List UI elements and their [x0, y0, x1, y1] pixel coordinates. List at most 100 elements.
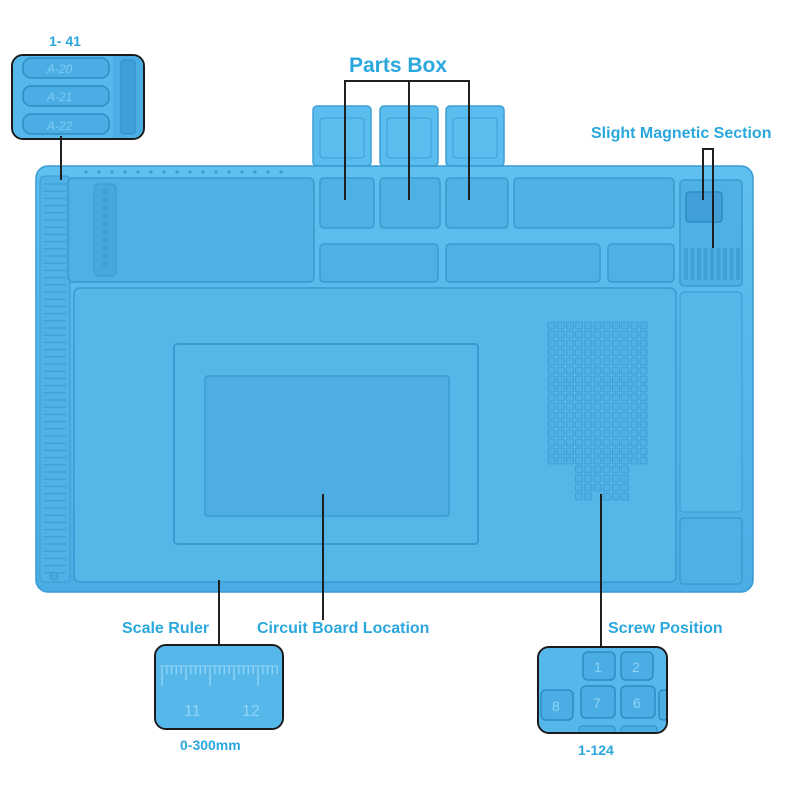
screw-cell [575, 456, 583, 465]
screw-cell [575, 384, 583, 393]
screw-cell [602, 339, 611, 348]
screw-cell [566, 357, 574, 366]
screw-cell [612, 420, 620, 429]
screw-cell [621, 375, 629, 384]
screw-cell [584, 375, 593, 384]
screw-cell [584, 438, 593, 447]
marker-dot [175, 170, 179, 174]
leader-line-magnetic-2 [712, 148, 714, 248]
bead [102, 229, 108, 235]
compartment-c [445, 177, 509, 229]
screw-cell [621, 321, 629, 330]
label-screw: Screw Position [608, 620, 723, 637]
screw-cell [593, 357, 602, 366]
marker-dot [240, 170, 244, 174]
screw-cell [575, 366, 583, 375]
screw-cell [639, 429, 648, 438]
label-parts-box: Parts Box [349, 54, 448, 77]
leader-line-slots [60, 136, 62, 180]
screw-cell [566, 330, 574, 339]
screw-cell [566, 348, 574, 357]
screw-cell [602, 330, 611, 339]
screw-cell [593, 420, 602, 429]
screw-cell [593, 456, 602, 465]
magnetic-ridge [716, 248, 721, 280]
magnetic-ridge [684, 248, 688, 280]
screw-cell [566, 339, 574, 348]
screw-cell [602, 384, 611, 393]
screw-cell [584, 492, 593, 501]
screw-cell [547, 438, 556, 447]
screw-cell [593, 429, 602, 438]
screw-cell [612, 492, 620, 501]
screw-cell [639, 339, 648, 348]
bead [102, 221, 108, 227]
screw-cell [556, 348, 565, 357]
screw-cell [575, 438, 583, 447]
screw-cell [566, 321, 574, 330]
screw-cell [575, 330, 583, 339]
screw-cell [639, 393, 648, 402]
screw-cell [556, 366, 565, 375]
screw-cell [621, 456, 629, 465]
screw-cell [593, 465, 602, 474]
screw-cell [612, 321, 620, 330]
screw-cell [566, 420, 574, 429]
screw-cell [630, 456, 639, 465]
screw-cell [593, 447, 602, 456]
screw-cell [575, 393, 583, 402]
screw-cell [575, 375, 583, 384]
leader-line-magnetic-1 [702, 148, 704, 200]
screw-cell [630, 438, 639, 447]
screw-cell [556, 420, 565, 429]
screw-cell [593, 402, 602, 411]
screw-cell [547, 321, 556, 330]
screw-grid [547, 321, 648, 501]
leader-line-circuit [322, 494, 324, 620]
screw-cell [612, 375, 620, 384]
screw-cell [593, 411, 602, 420]
screw-cell [621, 366, 629, 375]
screw-cell [602, 366, 611, 375]
bead [102, 205, 108, 211]
screw-cell [602, 456, 611, 465]
bead [102, 253, 108, 259]
screw-cell [621, 474, 629, 483]
screw-cell [593, 339, 602, 348]
screw-cell [584, 393, 593, 402]
bead [102, 197, 108, 203]
screw-cell [593, 330, 602, 339]
screw-cell [566, 447, 574, 456]
label-range-screw: 1-124 [578, 742, 614, 758]
label-magnetic: Slight Magnetic Section [591, 125, 772, 142]
compartment-d [513, 177, 675, 229]
screw-cell [602, 447, 611, 456]
compartment-g [607, 243, 675, 283]
magnetic-ridge [690, 248, 695, 280]
screw-cell [639, 411, 648, 420]
slot-label: A-20 [46, 62, 73, 76]
screw-cell [621, 447, 629, 456]
screw-cell [630, 447, 639, 456]
screw-cell [621, 420, 629, 429]
screw-cell [621, 339, 629, 348]
screw-cell [630, 420, 639, 429]
compartment-right-bottom [679, 517, 743, 585]
screw-cell [630, 348, 639, 357]
marker-dot [227, 170, 231, 174]
screw-number: 7 [593, 695, 601, 711]
screw-cell [556, 456, 565, 465]
leader-bracket-magnetic [702, 148, 714, 150]
screw-cell [556, 447, 565, 456]
zoom-numbered-slots: A-20 A-21 A-22 [11, 54, 145, 140]
marker-dot [162, 170, 166, 174]
screw-cell [621, 384, 629, 393]
screw-cell [621, 348, 629, 357]
screw-cell [602, 420, 611, 429]
screw-number: 1 [594, 659, 602, 675]
screw-number: 6 [633, 695, 641, 711]
screw-cell [593, 438, 602, 447]
marker-dot [149, 170, 153, 174]
screw-cell [566, 393, 574, 402]
